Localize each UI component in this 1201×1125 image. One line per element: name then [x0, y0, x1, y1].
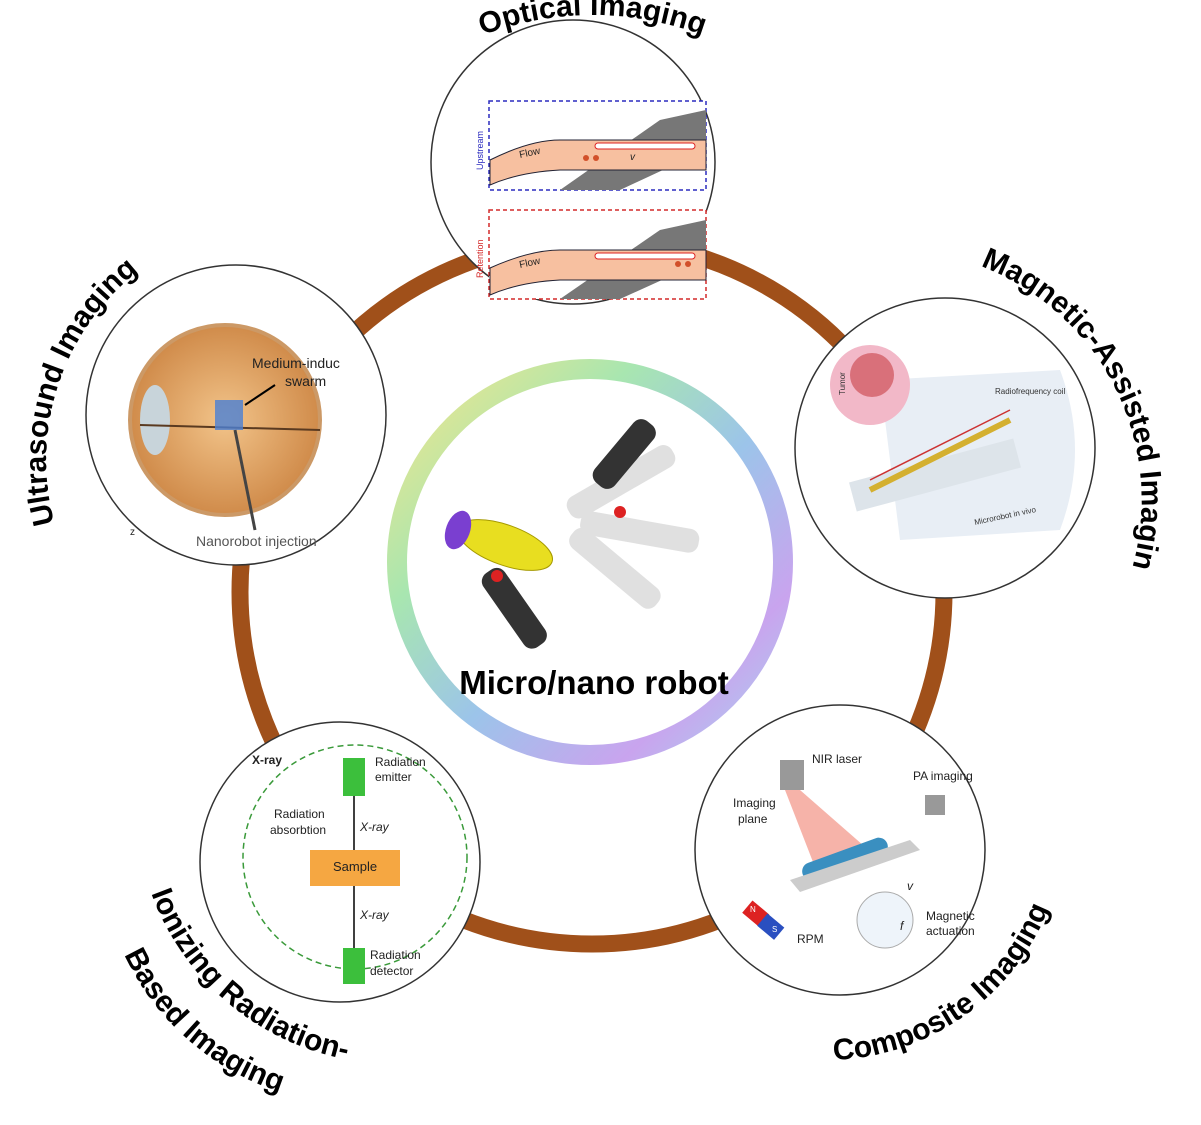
svg-text:v: v	[630, 152, 636, 163]
ultrasound-imaging-panel: Medium-induc swarm Nanorobot injection z	[85, 264, 387, 566]
svg-text:S: S	[772, 925, 777, 934]
center-robot	[387, 359, 793, 765]
composite-imaging-panel: NIR laser PA imaging Imaging plane Magne…	[694, 704, 986, 996]
svg-text:X-ray: X-ray	[359, 908, 390, 922]
ionizing-imaging-panel: X-ray Radiation emitter Radiation absorb…	[199, 721, 481, 1003]
svg-text:v: v	[907, 879, 914, 893]
center-title: Micro/nano robot	[459, 664, 728, 701]
svg-text:Flow: Flow	[518, 146, 542, 161]
svg-text:Imaging: Imaging	[733, 796, 776, 810]
svg-text:Nanorobot injection: Nanorobot injection	[196, 533, 317, 549]
optical-imaging-panel: Flow v Upstream Flow Retention	[430, 19, 716, 305]
svg-text:NIR laser: NIR laser	[812, 752, 862, 766]
svg-text:Radiation: Radiation	[274, 807, 325, 821]
svg-text:Radiation: Radiation	[375, 755, 426, 769]
svg-text:emitter: emitter	[375, 770, 412, 784]
svg-text:Radiofrequency coil: Radiofrequency coil	[995, 387, 1065, 396]
retention-box: Flow Retention	[475, 209, 707, 300]
svg-text:Radiation: Radiation	[370, 948, 421, 962]
svg-text:f: f	[900, 919, 905, 933]
svg-text:X-ray: X-ray	[359, 820, 390, 834]
svg-text:Retention: Retention	[475, 239, 485, 278]
svg-text:Tumor: Tumor	[838, 372, 847, 395]
upstream-box: Flow v Upstream	[475, 100, 707, 191]
svg-text:X-ray: X-ray	[252, 753, 282, 767]
svg-text:actuation: actuation	[926, 924, 975, 938]
svg-text:absorbtion: absorbtion	[270, 823, 326, 837]
svg-text:detector: detector	[370, 964, 413, 978]
svg-text:z: z	[130, 527, 135, 538]
svg-text:Sample: Sample	[333, 859, 377, 874]
magnetic-imaging-panel: Tumor Radiofrequency coil Microrobot in …	[794, 297, 1096, 599]
svg-text:plane: plane	[738, 812, 768, 826]
svg-text:RPM: RPM	[797, 932, 824, 946]
svg-text:Magnetic: Magnetic	[926, 909, 975, 923]
svg-text:PA imaging: PA imaging	[913, 769, 973, 783]
svg-text:N: N	[750, 905, 756, 914]
svg-text:Flow: Flow	[518, 256, 542, 271]
svg-text:swarm: swarm	[285, 373, 326, 389]
svg-text:Upstream: Upstream	[475, 131, 485, 170]
svg-text:Medium-induc: Medium-induc	[252, 355, 340, 371]
